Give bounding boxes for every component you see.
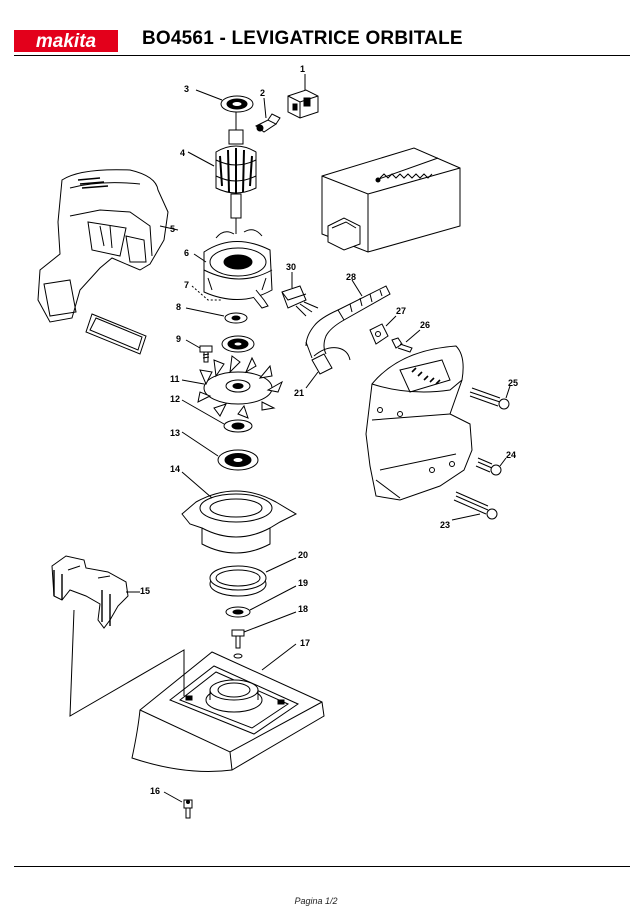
part-30-switch xyxy=(281,272,319,317)
part-20-rubber-ring xyxy=(209,557,297,597)
label-part-21: 21 xyxy=(294,388,304,398)
part-24-screw xyxy=(475,457,507,476)
label-part-30: 30 xyxy=(286,262,296,272)
part-14-bearing-box xyxy=(181,471,298,554)
part-18-screw xyxy=(231,611,297,659)
label-part-26: 26 xyxy=(420,320,430,330)
makita-logo: makita xyxy=(14,30,118,52)
part-27-cord-clamp xyxy=(369,315,397,345)
header-divider xyxy=(14,55,630,56)
label-part-16: 16 xyxy=(150,786,160,796)
field-box-assembly xyxy=(321,147,461,253)
part-21-connector xyxy=(305,341,351,389)
part-6-field xyxy=(193,229,273,309)
label-part-15: 15 xyxy=(140,586,150,596)
label-part-25: 25 xyxy=(508,378,518,388)
part-4-armature xyxy=(187,112,257,234)
part-28-strain-relief xyxy=(305,279,391,355)
label-part-13: 13 xyxy=(170,428,180,438)
label-part-24: 24 xyxy=(506,450,516,460)
part-7-insulation xyxy=(191,285,222,301)
page-number: Pagina 1/2 xyxy=(294,896,338,906)
part-labels: 1 2 3 4 5 6 7 8 9 11 12 13 14 15 16 17 1… xyxy=(140,64,518,796)
label-part-7: 7 xyxy=(184,280,189,290)
label-part-27: 27 xyxy=(396,306,406,316)
label-part-2: 2 xyxy=(260,88,265,98)
logo-background xyxy=(14,30,118,52)
part-3-ball-bearing xyxy=(195,89,254,113)
page-title: BO4561 - LEVIGATRICE ORBITALE xyxy=(142,28,463,49)
part-15-paper-clamp xyxy=(51,555,140,629)
label-part-23: 23 xyxy=(440,520,450,530)
part-5-housing-half xyxy=(37,169,179,323)
label-part-8: 8 xyxy=(176,302,181,312)
part-1-brush-holder xyxy=(287,74,319,119)
part-26-screw xyxy=(391,329,421,353)
label-part-28: 28 xyxy=(346,272,356,282)
bearing-upper xyxy=(221,335,255,353)
part-11-fan xyxy=(181,355,283,419)
label-part-1: 1 xyxy=(300,64,305,74)
label-part-9: 9 xyxy=(176,334,181,344)
part-9-screw xyxy=(185,339,213,363)
part-13-ball-bearing xyxy=(181,431,259,471)
label-part-17: 17 xyxy=(300,638,310,648)
page-header: makita BO4561 - LEVIGATRICE ORBITALE xyxy=(0,0,632,58)
part-25-screw xyxy=(469,385,511,410)
label-part-11: 11 xyxy=(170,374,180,384)
label-part-6: 6 xyxy=(184,248,189,258)
name-plate xyxy=(85,313,147,355)
part-16-screw xyxy=(163,791,193,819)
part-12-counterweight xyxy=(181,399,253,433)
label-part-4: 4 xyxy=(180,148,185,158)
logo-text: makita xyxy=(36,31,97,52)
label-part-5: 5 xyxy=(170,224,175,234)
housing-right-half xyxy=(365,345,473,501)
part-17-pad xyxy=(131,643,325,772)
footer-divider xyxy=(14,866,630,867)
label-part-18: 18 xyxy=(298,604,308,614)
label-part-19: 19 xyxy=(298,578,308,588)
label-part-20: 20 xyxy=(298,550,308,560)
clamp-to-pad-leader xyxy=(69,609,185,717)
part-2-carbon-brush xyxy=(255,97,281,133)
label-part-3: 3 xyxy=(184,84,189,94)
part-8-washer xyxy=(185,307,248,324)
label-part-14: 14 xyxy=(170,464,180,474)
part-23-screw xyxy=(451,491,498,521)
label-part-12: 12 xyxy=(170,394,180,404)
part-19-washer xyxy=(225,585,297,618)
